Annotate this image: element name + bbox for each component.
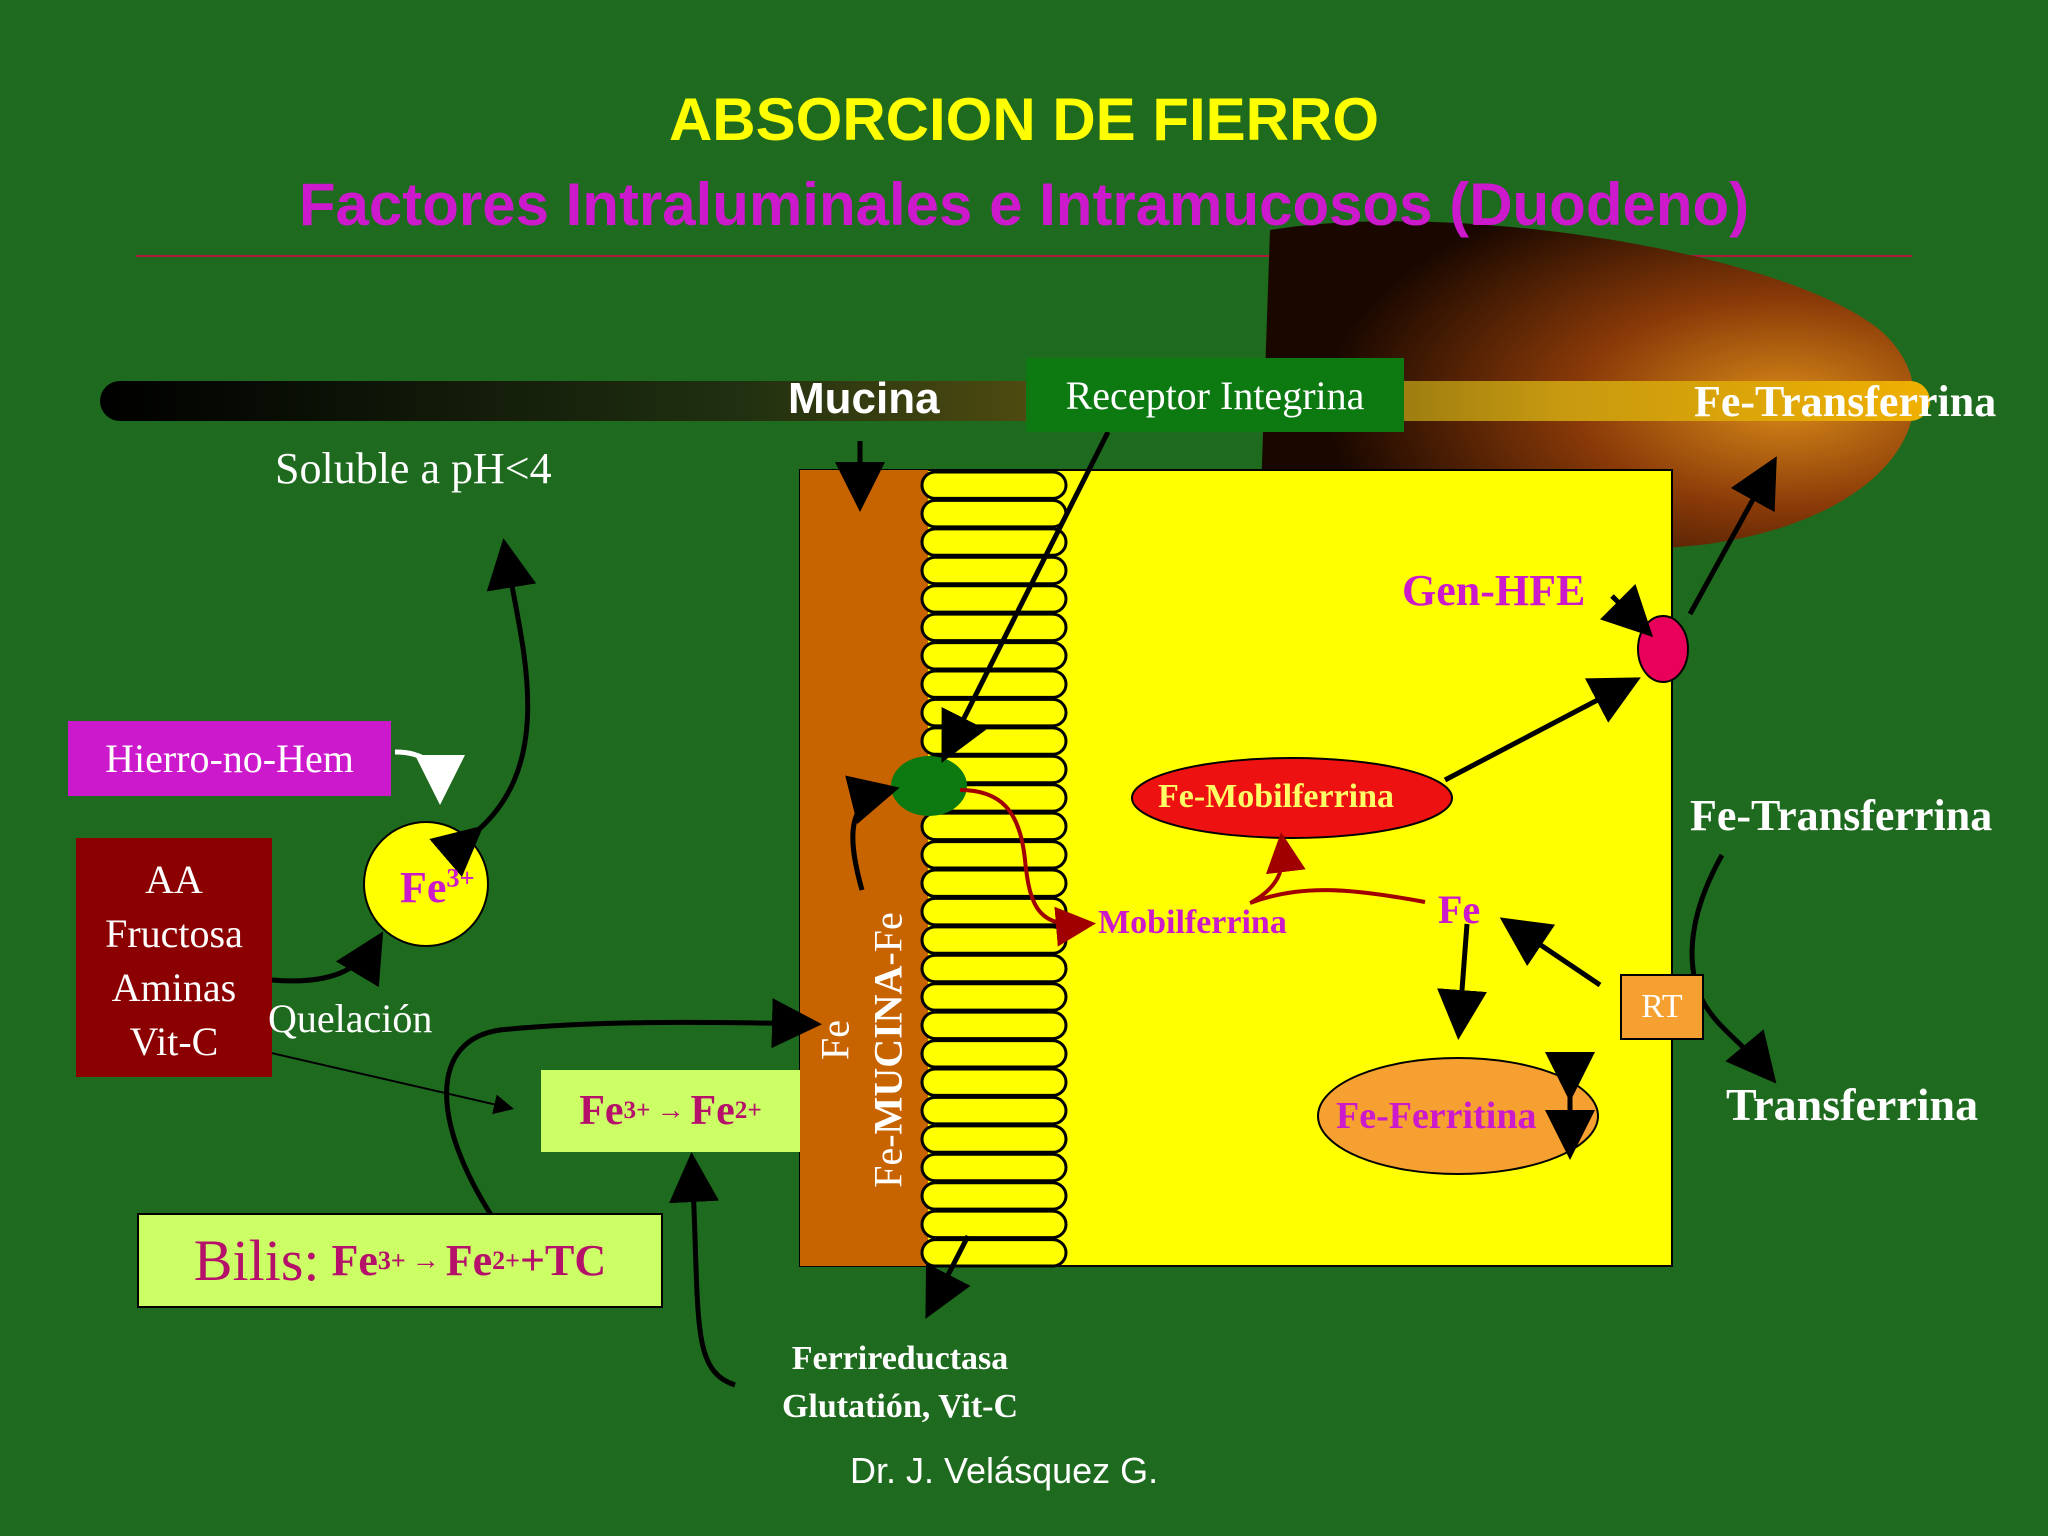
mucina-label: Mucina (788, 374, 940, 423)
microvillus (920, 811, 1068, 842)
slide-subtitle: Factores Intraluminales e Intramucosos (… (298, 171, 1750, 238)
mucus-layer (800, 470, 928, 1266)
microvillus (920, 868, 1068, 898)
microvillus (920, 498, 1068, 529)
hfe-protein (1637, 615, 1689, 683)
fe3-text: Fe (400, 863, 447, 912)
aminas-label: Aminas (111, 965, 237, 1010)
fe3-label: Fe3+ (400, 862, 475, 913)
reduction-fe3: Fe (579, 1088, 624, 1134)
bilis-word: Bilis: (193, 1228, 320, 1293)
gen-hfe-label: Gen-HFE (1402, 566, 1586, 615)
ferrireductasa-label: Ferrireductasa (791, 1340, 1009, 1377)
bilis-fe3-sup: 3+ (377, 1245, 406, 1275)
receptor-integrina-label: Receptor Integrina (1065, 372, 1365, 418)
mobilferrina-label: Mobilferrina (1098, 904, 1287, 941)
microvillus (920, 697, 1068, 728)
reduction-fe2-sup: 2+ (734, 1097, 762, 1124)
microvillus (920, 555, 1068, 586)
microvillus (920, 584, 1068, 614)
quelating-agents-box: AA Fructosa Aminas Vit-C (76, 838, 272, 1077)
slide-title: ABSORCION DE FIERRO (668, 86, 1380, 153)
microvillus (920, 1181, 1068, 1211)
vertical-fe-prefix: Fe- (865, 1134, 911, 1188)
microvillus (920, 669, 1068, 699)
bilis-fe3: Fe (331, 1236, 378, 1285)
arrow-ferrireductasa-to-reduction (669, 1152, 736, 1388)
arrow-transferrina-cycle (1689, 853, 1777, 1084)
arrow-receptor-to-cell (941, 430, 1111, 763)
microvillus (920, 1152, 1068, 1183)
integrin-receptor-ellipse (891, 756, 967, 816)
arrow-mobilferrina-to-hfe (1443, 677, 1641, 783)
microvillus (920, 1039, 1068, 1069)
arrow-bilis-to-fe-mucina (444, 998, 822, 1220)
rt-box: RT (1620, 974, 1704, 1040)
receptor-integrina-box: Receptor Integrina (1026, 358, 1404, 432)
arrow-gen-hfe-to-oval (1600, 584, 1654, 638)
vertical-fe-mucina-fe-label: Fe-MUCINA-Fe (865, 912, 912, 1188)
hierro-no-hem-label: Hierro-no-Hem (105, 736, 354, 781)
microvillus (920, 1095, 1068, 1126)
ferrireductasa-block: Ferrireductasa Glutatión, Vit-C (700, 1335, 1100, 1431)
microvillus (920, 840, 1068, 870)
fe-ferritina-ellipse (1317, 1057, 1599, 1175)
transferrina-label: Transferrina (1726, 1079, 1979, 1130)
reduction-arrow: → (656, 1095, 685, 1126)
soluble-ph-label: Soluble a pH<4 (275, 444, 552, 493)
arrow-receptor-to-mobilferrina (959, 788, 1096, 947)
microvillus (920, 925, 1068, 955)
arrow-aa-to-fe3 (271, 931, 384, 988)
vertical-mucina-text: MUCINA (865, 965, 911, 1135)
arrow-villi-to-ferrireductasa (925, 1234, 971, 1319)
microvillus (920, 896, 1068, 927)
reduction-fe2: Fe (690, 1088, 735, 1134)
bilis-fe2-sup: 2+ (492, 1245, 520, 1275)
arrow-rt-to-fe (1499, 917, 1602, 988)
hierro-no-hem-box: Hierro-no-Hem (68, 721, 391, 796)
quelacion-label: Quelación (268, 996, 433, 1041)
title-divider (136, 255, 1912, 257)
fe-label: Fe (1438, 887, 1481, 932)
bilis-tc: +TC (519, 1236, 607, 1285)
gradient-beam (100, 381, 1930, 421)
arrow-fe-to-ferritina (1437, 923, 1487, 1040)
microvillus (920, 1238, 1068, 1268)
arrow-hfe-to-transferrina (1687, 456, 1777, 616)
fe-transferrina-top-label: Fe-Transferrina (1694, 377, 1997, 426)
fe-mobilferrina-label: Fe-Mobilferrina (1158, 778, 1395, 815)
vertical-fe-suffix: -Fe (865, 912, 911, 966)
bilis-fe2: Fe (445, 1236, 493, 1285)
arrow-fe3-soluble (429, 538, 537, 878)
fe-transferrina-right-label: Fe-Transferrina (1690, 791, 1993, 840)
microvillus (920, 982, 1068, 1012)
microvillus (920, 1010, 1068, 1041)
glutation-label: Glutatión, Vit-C (781, 1388, 1019, 1425)
arrow-fe-mucina-to-receptor (845, 775, 900, 891)
microvillus (920, 1124, 1068, 1154)
fructosa-label: Fructosa (105, 911, 243, 956)
microvillus (920, 527, 1068, 557)
microvilli-brush-border (920, 470, 1068, 1268)
aa-label: AA (145, 857, 203, 902)
fe3-superscript: 3+ (446, 862, 475, 893)
author-label: Dr. J. Velásquez G. (850, 1450, 1159, 1491)
microvillus (920, 470, 1068, 500)
microvillus (920, 612, 1068, 643)
fe-ferritina-label: Fe-Ferritina (1336, 1095, 1537, 1137)
arrow-fe-to-mobilferrina (1250, 840, 1426, 905)
arrow-hierro-no-hem (394, 749, 465, 805)
bilis-arrow: → (411, 1244, 440, 1276)
reduction-fe3-sup: 3+ (623, 1097, 651, 1124)
vitc-label: Vit-C (129, 1019, 219, 1064)
microvillus (920, 1209, 1068, 1240)
microvillus (920, 1067, 1068, 1097)
rt-label: RT (1641, 988, 1683, 1025)
microvillus (920, 953, 1068, 984)
vertical-fe-label: Fe (812, 1020, 858, 1060)
microvillus (920, 726, 1068, 756)
